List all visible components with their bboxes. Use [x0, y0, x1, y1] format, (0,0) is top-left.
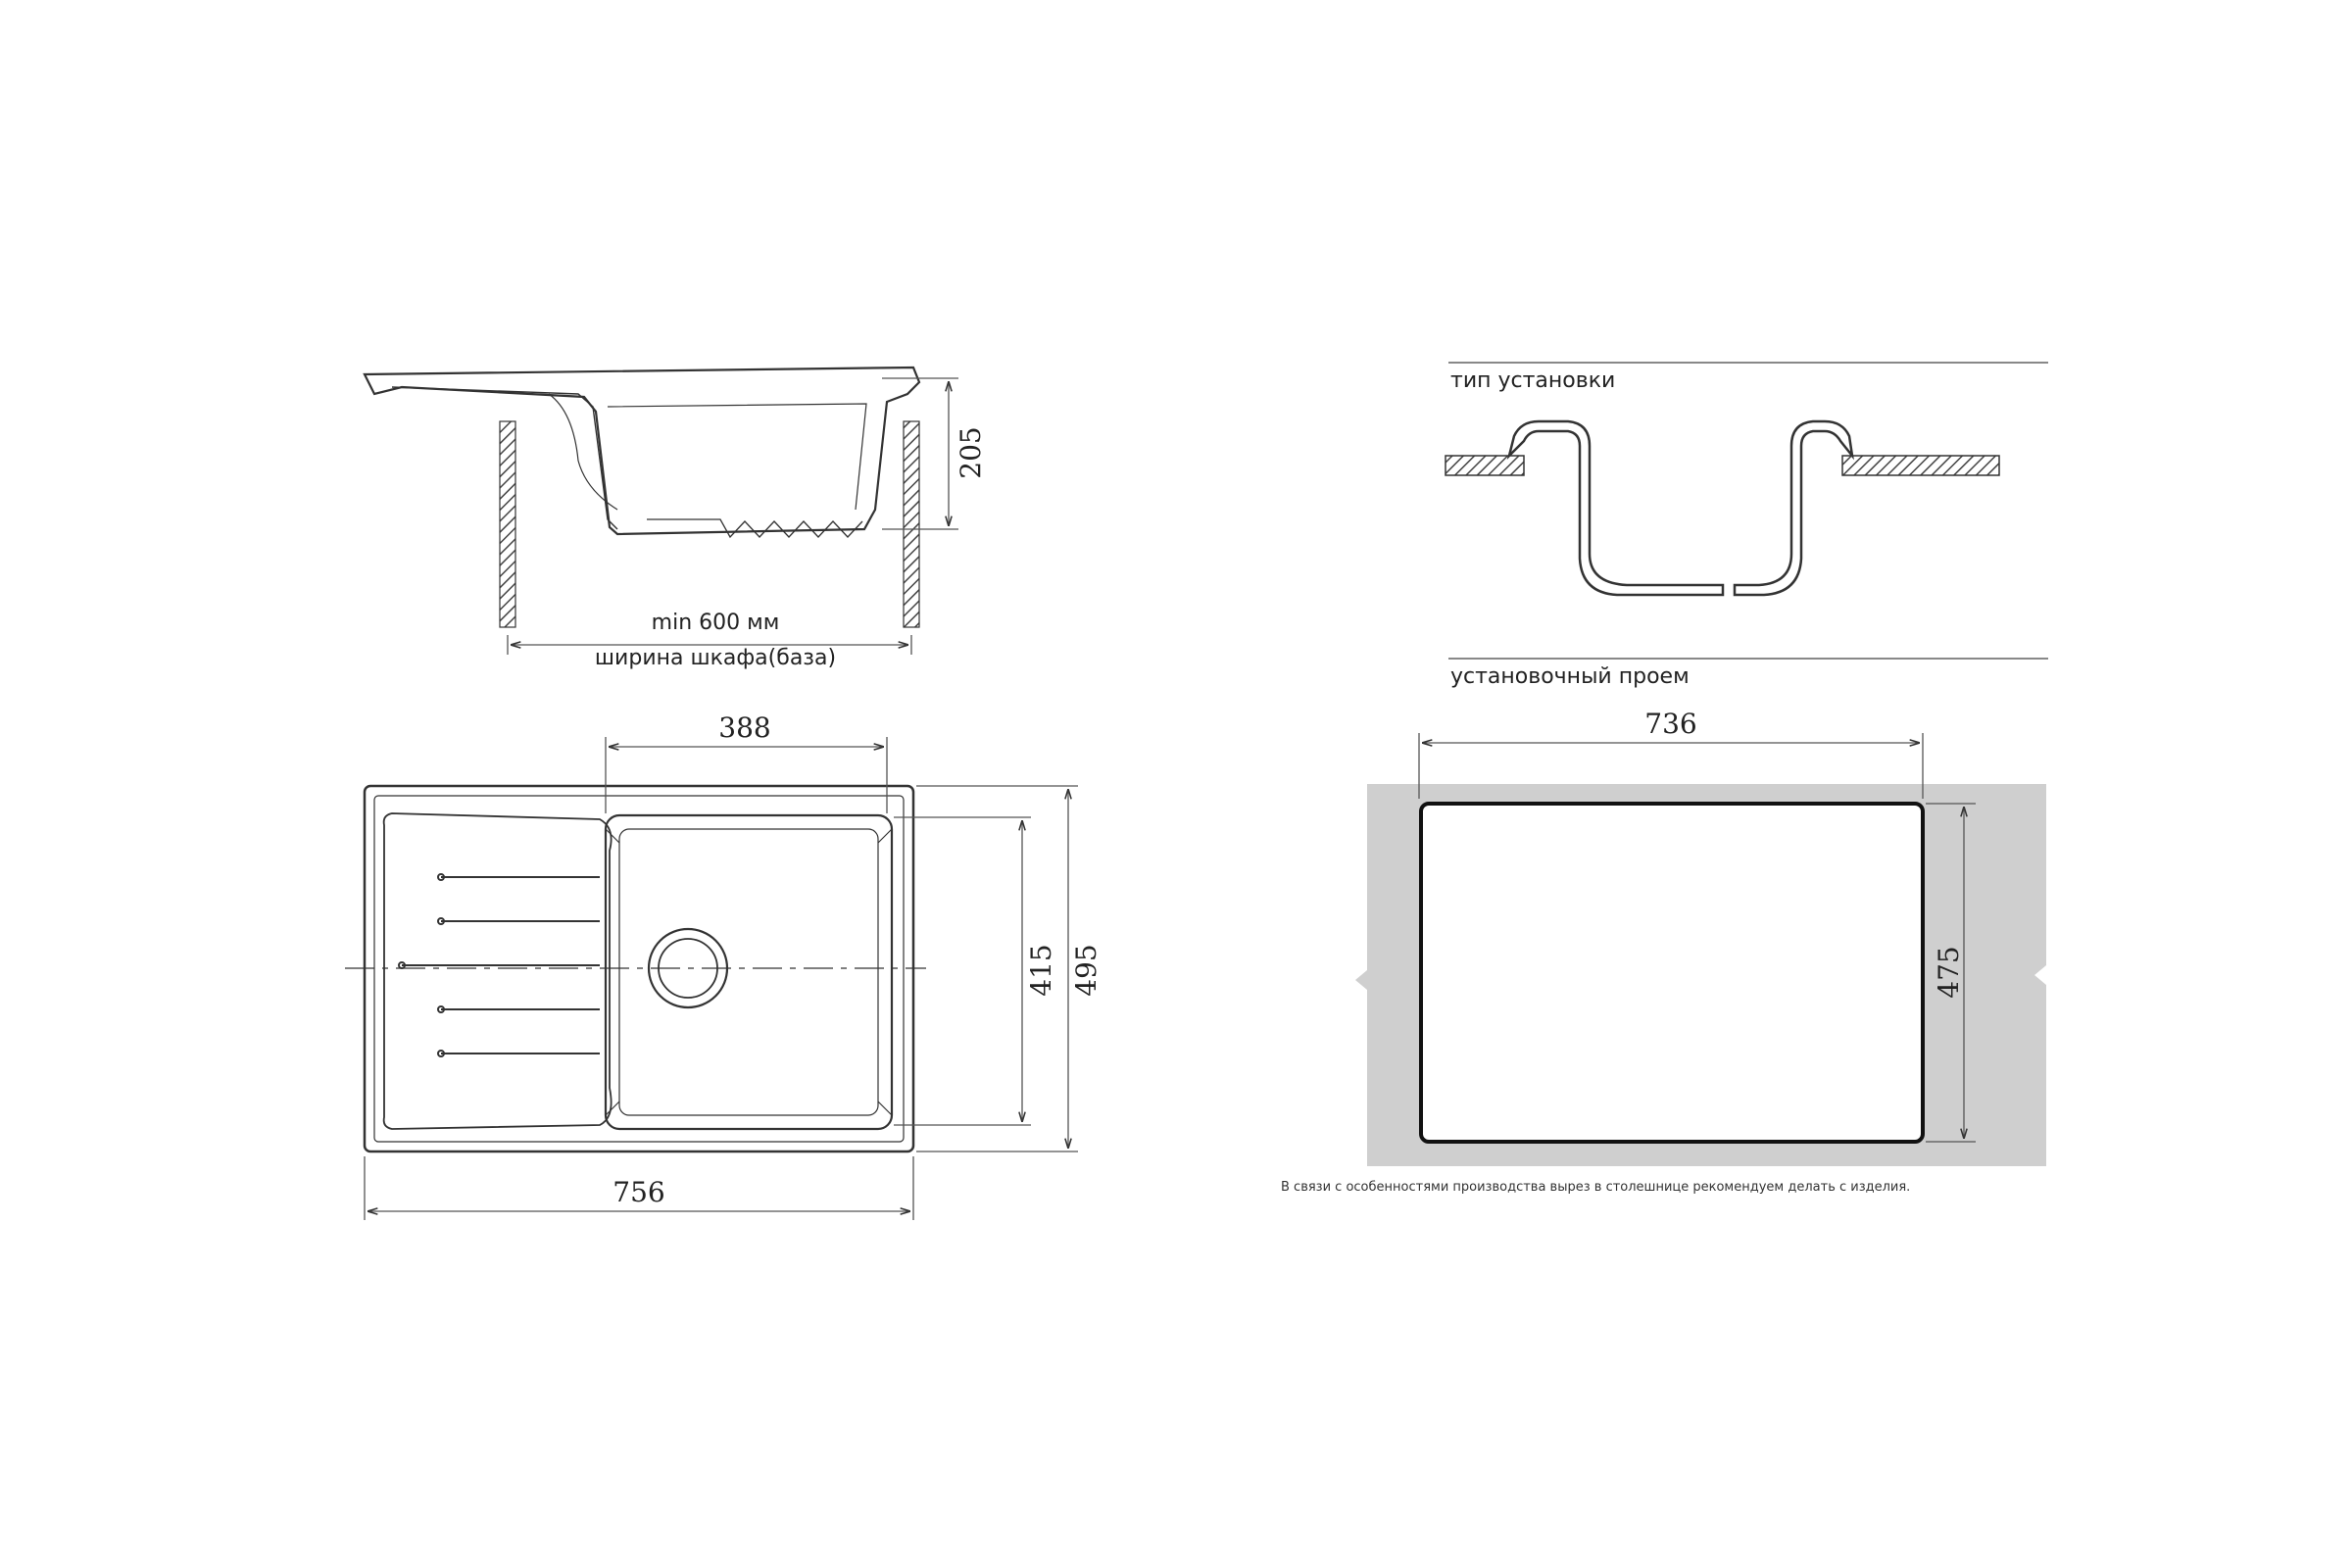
bowl-width-dim: 388: [718, 711, 770, 744]
drainboard: [382, 812, 612, 1130]
side-height-dim: 205: [955, 426, 987, 478]
cutout-title: установочный проем: [1450, 664, 1690, 689]
outer-height-dim: 495: [1070, 944, 1102, 996]
countertop-left: [1445, 455, 1525, 476]
min-width-label: min 600 мм: [652, 611, 780, 635]
drainboard-grooves: [398, 873, 600, 1057]
cutout-section: установочный проем 736 475 В связи с осо…: [1281, 664, 2046, 1195]
countertop-right: [1841, 455, 2000, 476]
sink-profile: [363, 366, 921, 536]
outer-width-dim: 756: [612, 1176, 664, 1208]
drain-grooves: [647, 518, 863, 539]
side-view: 205 min 600 мм ширина шкафа(база): [363, 366, 987, 670]
inner-height-dim: 415: [1025, 944, 1057, 996]
cutout-height-dim: 475: [1933, 946, 1965, 998]
sink-profile-inner: [391, 386, 618, 530]
sink-bowl: [604, 813, 894, 1131]
cutout-width-dim: 736: [1644, 708, 1696, 740]
cutout-opening: [1419, 802, 1925, 1144]
install-type-title: тип установки: [1450, 368, 1615, 393]
cabinet-wall-right: [903, 420, 920, 628]
cutout-note: В связи с особенностями производства выр…: [1281, 1180, 1910, 1195]
sink-section-right: [1733, 419, 1854, 597]
cabinet-wall-left: [499, 420, 516, 628]
top-view: 388 415 495 756: [345, 711, 1102, 1220]
install-type-section: тип установки: [1445, 362, 2048, 660]
sink-section-left: [1506, 419, 1725, 597]
cabinet-width-label: ширина шкафа(база): [595, 646, 836, 670]
